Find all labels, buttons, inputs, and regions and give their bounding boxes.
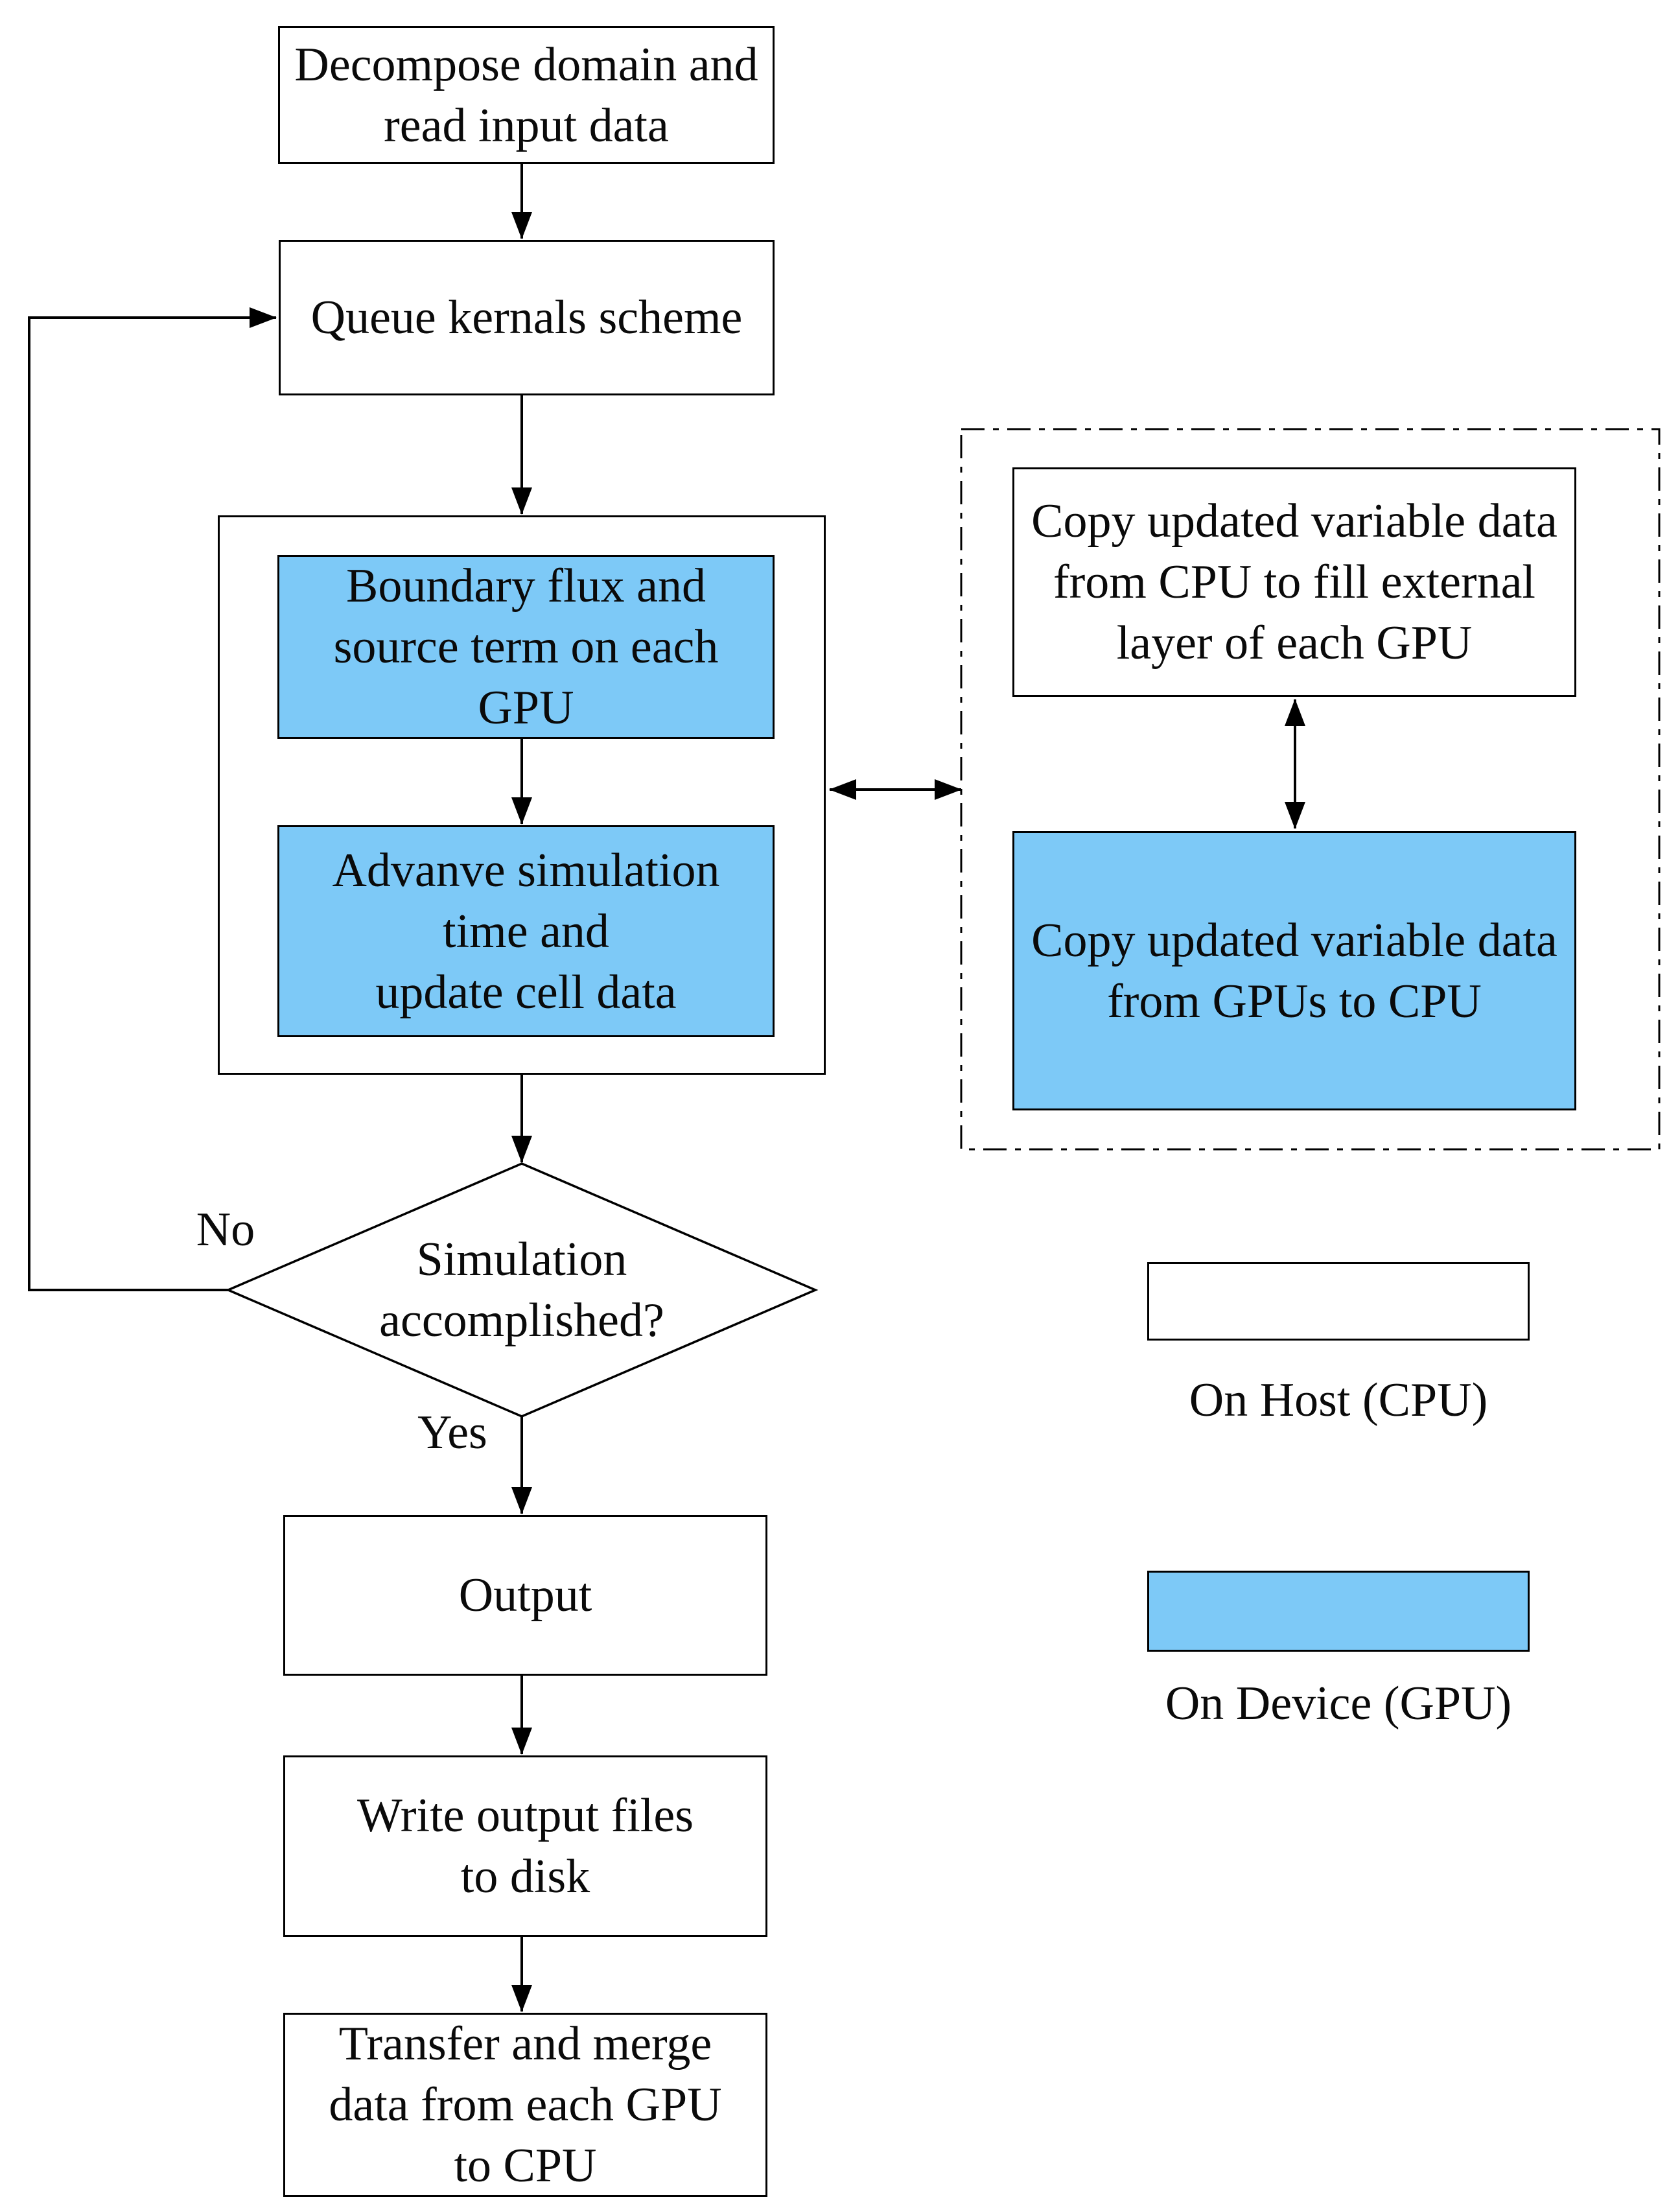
node-boundary-flux: Boundary flux and source term on each GP… [277,555,775,739]
arrow-no-feedback [28,307,277,1291]
node-advance-simulation: Advanve simulation time and update cell … [277,825,775,1037]
decision-diamond [225,1162,819,1418]
node-output: Output [283,1515,767,1676]
legend-device-swatch [1147,1571,1530,1652]
cpu-gpu-exchange-group-border [960,428,1661,1151]
legend-device-label: On Device (GPU) [1165,1677,1512,1730]
node-copy-gpu-to-cpu: Copy updated variable data from GPUs to … [1012,831,1576,1110]
yes-label: Yes [417,1406,487,1459]
node-copy-cpu-to-gpu: Copy updated variable data from CPU to f… [1012,467,1576,697]
legend-host-label: On Host (CPU) [1189,1374,1488,1427]
node-transfer-merge: Transfer and merge data from each GPU to… [283,2013,767,2197]
node-queue-kernels: Queue kernals scheme [279,240,775,395]
node-decompose-domain: Decompose domain and read input data [278,26,775,164]
decision-text: Simulation accomplished? [379,1233,664,1347]
no-label: No [196,1203,255,1256]
node-write-output-files: Write output files to disk [283,1755,767,1937]
legend-host-swatch [1147,1262,1530,1341]
